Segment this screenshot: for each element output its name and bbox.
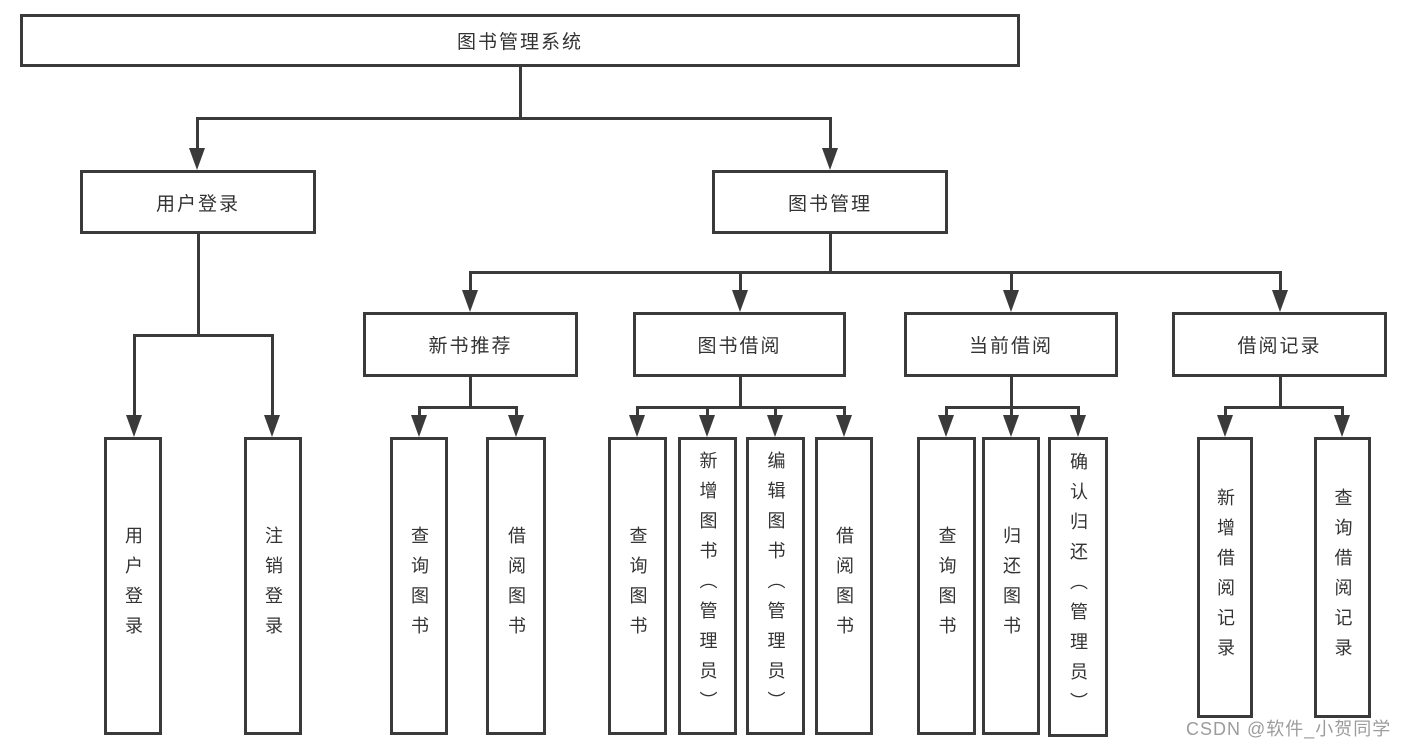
leaf-confirm-return-admin: 确认归还（管理员） — [1048, 437, 1108, 737]
arrow-down-icon — [189, 148, 205, 170]
arrow-down-icon — [1003, 290, 1019, 312]
connector-vertical — [843, 406, 846, 417]
connector-vertical — [774, 406, 777, 417]
leaf-query-books-borrow: 查询图书 — [608, 437, 667, 735]
arrow-down-icon — [938, 415, 954, 437]
connector-vertical — [945, 406, 948, 417]
arrow-down-icon — [1070, 415, 1086, 437]
connector-vertical — [1279, 377, 1282, 409]
node-new-book-recommend: 新书推荐 — [363, 312, 578, 377]
arrow-down-icon — [629, 415, 645, 437]
leaf-logout: 注销登录 — [244, 437, 302, 735]
connector-vertical — [1077, 406, 1080, 417]
connector-vertical — [636, 406, 639, 417]
connector-vertical — [469, 377, 472, 409]
connector-horizontal — [1224, 406, 1344, 409]
connector-vertical — [1224, 406, 1227, 417]
connector-horizontal — [636, 406, 846, 409]
node-book-borrow: 图书借阅 — [633, 312, 846, 377]
arrow-down-icon — [1334, 415, 1350, 437]
connector-vertical — [196, 117, 199, 150]
leaf-add-borrow-record: 新增借阅记录 — [1197, 437, 1253, 718]
arrow-down-icon — [699, 415, 715, 437]
node-borrow-records: 借阅记录 — [1172, 312, 1387, 377]
node-current-borrow: 当前借阅 — [904, 312, 1118, 377]
leaf-borrow-books-recommend: 借阅图书 — [486, 437, 546, 735]
connector-horizontal — [469, 271, 1282, 274]
leaf-borrow-books: 借阅图书 — [815, 437, 873, 735]
connector-vertical — [515, 406, 518, 417]
arrow-down-icon — [836, 415, 852, 437]
connector-vertical — [197, 234, 200, 337]
arrow-down-icon — [264, 415, 280, 437]
leaf-edit-books-admin: 编辑图书（管理员） — [746, 437, 805, 735]
connector-vertical — [469, 271, 472, 292]
leaf-user-login: 用户登录 — [104, 437, 162, 735]
connector-vertical — [829, 117, 832, 150]
leaf-query-books-recommend: 查询图书 — [390, 437, 448, 735]
arrow-down-icon — [411, 415, 427, 437]
node-library-system: 图书管理系统 — [20, 14, 1020, 67]
leaf-add-books-admin: 新增图书（管理员） — [678, 437, 737, 735]
connector-vertical — [706, 406, 709, 417]
connector-vertical — [829, 234, 832, 274]
connector-vertical — [739, 271, 742, 292]
connector-horizontal — [418, 406, 518, 409]
arrow-down-icon — [462, 290, 478, 312]
leaf-return-books: 归还图书 — [982, 437, 1040, 735]
connector-vertical — [133, 334, 136, 417]
connector-vertical — [1341, 406, 1344, 417]
arrow-down-icon — [126, 415, 142, 437]
leaf-query-borrow-record: 查询借阅记录 — [1314, 437, 1371, 718]
connector-vertical — [271, 334, 274, 417]
arrow-down-icon — [1272, 290, 1288, 312]
node-user-login: 用户登录 — [80, 170, 316, 234]
arrow-down-icon — [767, 415, 783, 437]
csdn-watermark: CSDN @软件_小贺同学 — [1186, 719, 1392, 739]
arrow-down-icon — [822, 148, 838, 170]
connector-horizontal — [196, 117, 832, 120]
node-book-management: 图书管理 — [712, 170, 948, 234]
leaf-query-books-current: 查询图书 — [917, 437, 976, 735]
arrow-down-icon — [508, 415, 524, 437]
arrow-down-icon — [1217, 415, 1233, 437]
connector-vertical — [1279, 271, 1282, 292]
connector-vertical — [418, 406, 421, 417]
connector-vertical — [519, 67, 522, 120]
connector-vertical — [739, 377, 742, 409]
arrow-down-icon — [1003, 415, 1019, 437]
arrow-down-icon — [732, 290, 748, 312]
connector-vertical — [1010, 377, 1013, 409]
connector-vertical — [1010, 271, 1013, 292]
connector-vertical — [1010, 406, 1013, 417]
connector-horizontal — [133, 334, 274, 337]
